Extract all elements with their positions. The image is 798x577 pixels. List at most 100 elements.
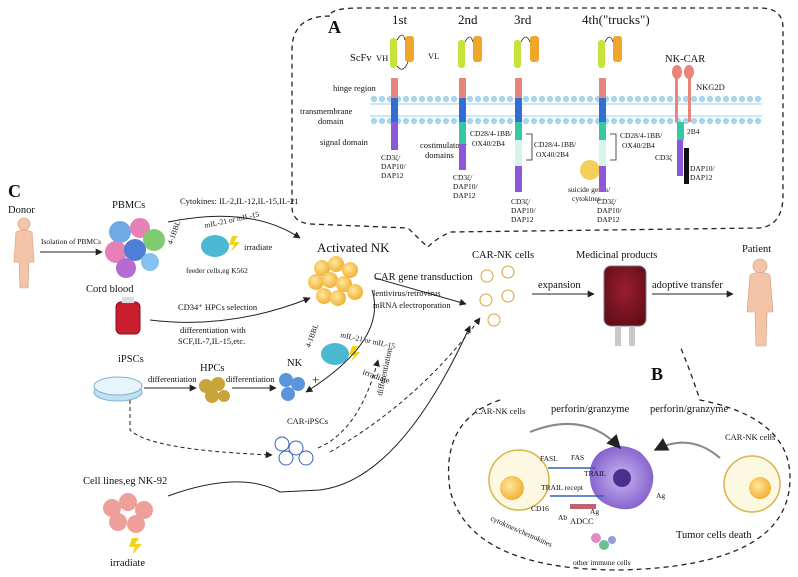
svg-text:OX40/2B4: OX40/2B4 [622,141,655,150]
medicinal-label: Medicinal products [576,250,657,261]
tumor-cell [589,446,654,510]
mil-label-1: mIL-21 or mIL-15 [204,209,261,229]
medicinal-bag [603,265,647,346]
cd3-label-gen-3: CD3ζ/ DAP10/ DAP12 [511,197,537,224]
panel-b: B CAR-NK cells perforin/granzyme perfori… [447,345,791,571]
transmembrane-label-2: domain [318,116,344,126]
adcc-label: ADCC [570,516,594,526]
fas-label: FAS [571,453,584,462]
lenti-label: lentivirus/retrovirus [373,288,441,298]
nk-car-label: NK-CAR [665,54,705,65]
car-nk-right-label: CAR-NK cells [725,432,775,442]
ag-label-1: Ag [656,491,665,500]
bbl-label-2: 4-1BBL [303,322,320,349]
gen-4-costim-label: CD28/4-1BB/ OX40/2B4 [620,131,663,150]
cd3-label-gen-2: CD3ζ/ DAP10/ DAP12 [453,173,479,200]
perforin-label-1: perforin/granzyme [551,404,629,415]
feeder-cell-2 [321,343,349,365]
cd34-label: CD34⁺ HPCs selection [178,302,258,312]
gen-4-label: 4th("trucks") [582,12,650,27]
car-nk-cells [479,265,515,327]
nk-feedback-arrow [305,289,376,393]
panel-a: A 1st 2nd 3rd 4th("trucks") NK-CAR ScFv … [291,7,784,248]
scfv-label: ScFv [350,53,372,64]
cord-to-nk-arrow [149,297,311,323]
svg-text:CD3ζ/: CD3ζ/ [597,197,617,206]
signal-domain-label: signal domain [320,137,369,147]
gen-1-label: 1st [392,12,408,27]
panel-a-border [291,7,784,248]
expansion-label: expansion [538,280,581,291]
ipscs-dish [93,376,143,402]
svg-text:OX40/2B4: OX40/2B4 [536,150,569,159]
svg-text:CD3ζ/: CD3ζ/ [381,153,401,162]
activated-nk-label: Activated NK [317,240,390,255]
svg-text:CD3ζ/: CD3ζ/ [453,173,473,182]
svg-text:DAP10/: DAP10/ [597,206,623,215]
svg-text:cytokines: cytokines [572,194,601,203]
car-gen-1 [390,34,414,150]
irradiate-label-3: irradiate [110,558,145,569]
vl-label: VL [428,51,439,61]
nkg2d-label: NKG2D [696,82,725,92]
irradiate-bolt-1 [229,236,240,252]
perforin-arrow-2 [653,438,721,459]
diff-with-label: differentiation with [180,325,246,335]
svg-text:DAP12: DAP12 [453,191,476,200]
plus-sign: + [312,372,319,387]
car-nk-effector-left [488,449,550,511]
mrna-label: mRNA electroporation [373,300,451,310]
pbmcs-cells [105,218,165,278]
bbl-label-1: 4-1BBL [165,219,182,246]
pbmcs-label: PBMCs [112,200,145,211]
car-ipsc-diff-arrow [317,359,380,449]
car-ipscs-cells [274,436,314,466]
patient-label: Patient [742,244,771,255]
car-gen-4 [598,36,622,192]
panel-a-letter: A [328,17,341,37]
2b4-label: 2B4 [687,127,700,136]
svg-text:DAP10/: DAP10/ [511,206,537,215]
cell-lines-label: Cell lines,eg NK-92 [83,476,167,487]
svg-text:DAP12: DAP12 [597,215,620,224]
costimulatory-domains-label: domains [425,150,454,160]
svg-text:DAP10/: DAP10/ [453,182,479,191]
nk-car-receptor [672,65,694,184]
svg-text:DAP10/: DAP10/ [381,162,407,171]
cd3-label-gen-4: CD3ζ/ DAP10/ DAP12 [597,197,623,224]
other-immune-label: other immune cells [573,558,631,567]
svg-text:DAP12: DAP12 [381,171,404,180]
ipsc-to-car-ipsc-arrow [129,400,273,459]
cell-line-arrow [167,325,471,497]
irradiate-bolt-2 [349,346,360,362]
cytokines-label: Cytokines: IL-2,IL-12,IL-15,IL-21 [180,196,299,206]
costimulatory-label: costimulatory [420,140,467,150]
fasl-label: FASL [540,454,558,463]
car-nk-effector-right [723,455,781,513]
svg-text:DAP12: DAP12 [690,173,713,182]
cell-lines-cluster [103,493,153,533]
trail-recept-label: TRAIL recept [541,483,584,492]
cytokines-label: cytokines/chemokines [489,514,554,549]
svg-text:DAP10/: DAP10/ [690,164,716,173]
cd16-label: CD16 [531,504,549,513]
feeder-label: feeder cells,eg K562 [186,266,248,275]
svg-text:CD28/4-1BB/: CD28/4-1BB/ [534,140,577,149]
svg-text:DAP12: DAP12 [511,215,534,224]
adoptive-label: adoptive transfer [652,280,723,291]
scf-label: SCF,IL-7,IL-15,etc. [178,336,245,346]
hinge-region-label: hinge region [333,83,376,93]
adcc-bridge [570,504,596,509]
transduction-arrow [374,277,467,306]
cord-blood-bag [115,297,141,335]
car-nk-label: CAR-NK cells [472,250,534,261]
panel-b-letter: B [651,364,663,384]
gen-3-label: 3rd [514,12,532,27]
svg-text:CD28/4-1BB/: CD28/4-1BB/ [620,131,663,140]
car-gen-3 [514,36,539,192]
ag-label-2: Ag [590,507,599,516]
feeder-cell-1 [201,235,229,257]
panel-c: C Donor Isolation of PBMCs PBMCs Cytokin… [8,181,774,569]
cd3z-label: CD3ζ [655,153,672,162]
other-immune-cells [591,533,616,550]
